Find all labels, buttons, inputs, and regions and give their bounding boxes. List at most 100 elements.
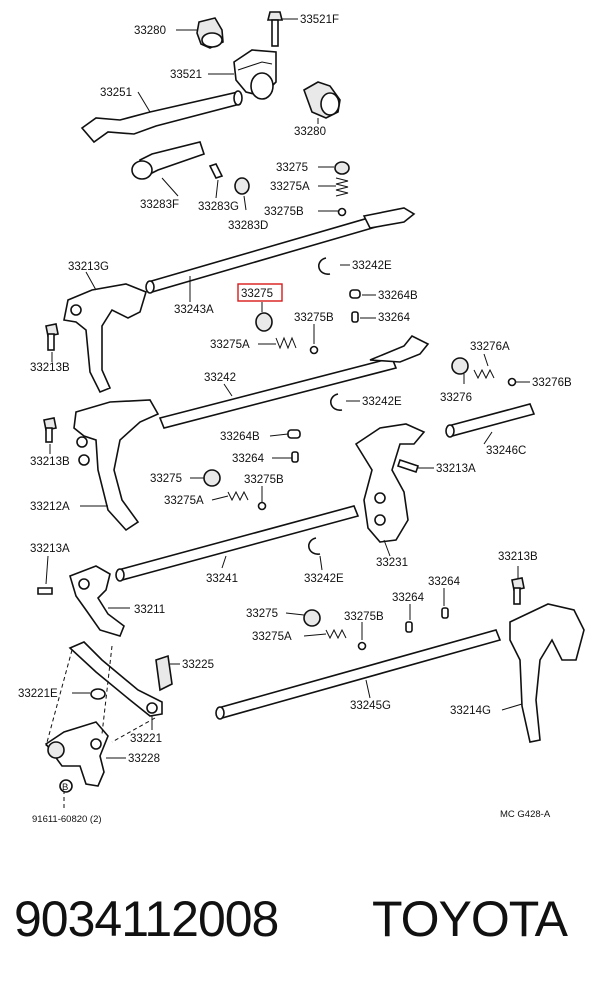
label-33214g: 33214G: [450, 705, 491, 717]
label-33211: 33211: [134, 604, 165, 616]
part-33246c-shaft: [445, 403, 536, 438]
label-33280-right: 33280: [294, 126, 326, 138]
label-33264b-b: 33264B: [220, 431, 260, 443]
clip-33221e: [90, 688, 106, 700]
assembly-line-c: [111, 717, 156, 743]
brand-name: TOYOTA: [372, 891, 568, 947]
part-33231-bracket: [354, 423, 426, 543]
label-33275a-mid: 33275A: [210, 339, 250, 351]
part-33283g-pin: [208, 163, 224, 179]
part-33228: [44, 721, 109, 787]
spring-33276a: [473, 368, 495, 380]
pin-33264b-b: [287, 429, 301, 439]
part-33214g-fork: [509, 603, 585, 743]
label-33242e-c: 33242E: [304, 573, 344, 585]
label-33213b-b: 33213B: [30, 456, 70, 468]
callout-labels: 33280 33521F 33521 33251 33280 33275 332…: [18, 14, 572, 825]
part-33245g-shaft: [215, 629, 502, 720]
clip-33242e-b: [329, 393, 343, 411]
spring-33275a-low: [227, 490, 249, 502]
pin-33264-a: [351, 311, 359, 323]
label-33276b: 33276B: [532, 377, 572, 389]
label-33264-d: 33264: [392, 592, 425, 604]
part-33213b-bolt-c: [511, 577, 525, 605]
label-33213a-a: 33213A: [436, 463, 476, 475]
part-33211-lever: [69, 565, 125, 637]
footer: 9034112008 TOYOTA: [0, 890, 600, 970]
pin-33264b-a: [349, 289, 361, 299]
part-33280-right: [303, 81, 341, 119]
part-33276-plug: [451, 357, 469, 375]
part-33275-plug-top: [334, 161, 350, 175]
label-33228: 33228: [128, 753, 160, 765]
part-33213b-bolt-a: [45, 323, 59, 351]
label-33275b-bottom: 33275B: [344, 611, 384, 623]
label-33213b-c: 33213B: [498, 551, 538, 563]
badge-b-circle: [59, 779, 73, 793]
part-33243a-shaft: [145, 207, 416, 294]
label-33275a-top: 33275A: [270, 181, 310, 193]
label-mc-g428a: MC G428-A: [500, 809, 551, 820]
label-33275a-low: 33275A: [164, 495, 204, 507]
label-33275b-top: 33275B: [264, 206, 304, 218]
label-33243a: 33243A: [174, 304, 214, 316]
label-33213a-b: 33213A: [30, 543, 70, 555]
part-33280-top: [196, 17, 224, 49]
label-33213b-a: 33213B: [30, 362, 70, 374]
part-33275-plug-highlighted: [255, 312, 273, 332]
label-33241: 33241: [206, 573, 238, 585]
label-33283d: 33283D: [228, 220, 268, 232]
label-33221: 33221: [130, 733, 162, 745]
label-33251: 33251: [100, 87, 132, 99]
label-33246c: 33246C: [486, 445, 526, 457]
label-33275-low: 33275: [246, 608, 278, 620]
part-33283d-collar: [234, 177, 250, 195]
label-91611: 91611-60820 (2): [32, 814, 102, 825]
ball-33276b: [507, 377, 517, 387]
ball-33275b-top: [337, 207, 347, 217]
pin-33264-d: [405, 621, 413, 633]
part-33521f-bolt: [266, 11, 284, 47]
label-33275-top: 33275: [276, 162, 308, 174]
label-33280-top: 33280: [134, 25, 166, 37]
spring-33275a-mid: [275, 336, 297, 350]
label-33242: 33242: [204, 372, 236, 384]
label-33275b-low: 33275B: [244, 474, 284, 486]
highlight-box: [237, 283, 283, 302]
label-33275-highlighted: 33275: [241, 288, 273, 300]
part-33283f-pin: [131, 141, 206, 180]
part-33275-plug-low: [303, 609, 321, 627]
part-33213b-bolt-b: [43, 417, 57, 443]
label-33275-mid: 33275: [150, 473, 182, 485]
label-33242e-a: 33242E: [352, 260, 392, 272]
leader-lines: [45, 18, 530, 759]
label-33283f: 33283F: [140, 199, 179, 211]
label-33276a: 33276A: [470, 341, 510, 353]
label-33283g: 33283G: [198, 201, 239, 213]
label-33231: 33231: [376, 557, 408, 569]
label-33521f: 33521F: [300, 14, 339, 26]
ball-33275b-mid: [309, 345, 319, 355]
label-33242e-b: 33242E: [362, 396, 402, 408]
clip-33242e-a: [317, 257, 331, 275]
pin-33264-b: [291, 451, 299, 463]
pin-33213a-b: [37, 587, 53, 595]
part-33521-block: [233, 49, 277, 100]
pin-33264-c: [441, 607, 449, 619]
part-33212a-fork: [73, 399, 160, 532]
assembly-line-b: [101, 645, 113, 735]
label-33212a: 33212A: [30, 501, 70, 513]
clip-33242e-c: [307, 537, 321, 555]
part-33225: [155, 654, 173, 692]
part-number: 9034112008: [14, 891, 279, 947]
label-33275a-bottom: 33275A: [252, 631, 292, 643]
label-33276: 33276: [440, 392, 472, 404]
ball-33275b-bottom: [357, 641, 367, 651]
pin-33213a-a: [396, 458, 420, 474]
part-33241-shaft: [115, 505, 360, 582]
spring-33275a-top: [335, 177, 349, 197]
ball-33275b-low: [257, 501, 267, 511]
label-33245g: 33245G: [350, 700, 391, 712]
badge-b-letter: B: [62, 782, 68, 793]
